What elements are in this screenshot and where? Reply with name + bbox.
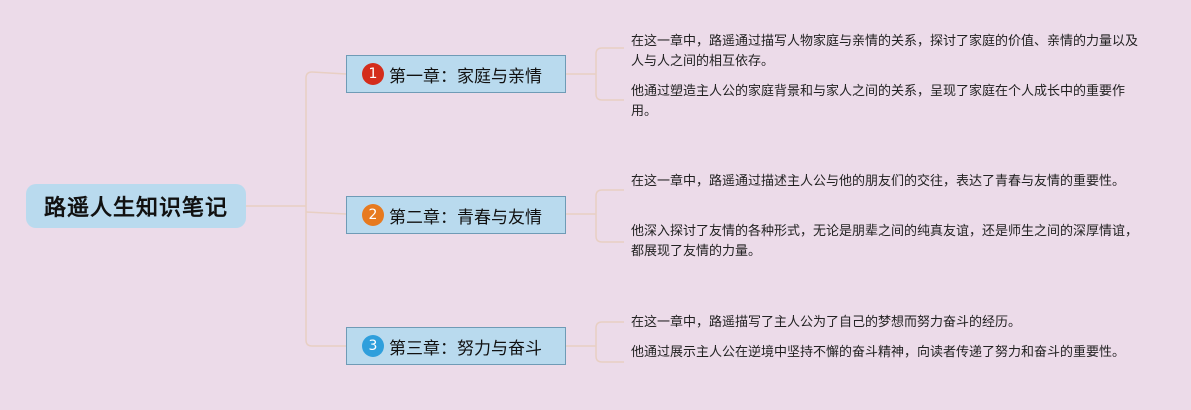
chapter-3-number: 3 <box>368 338 378 354</box>
root-node[interactable]: 路遥人生知识笔记 <box>26 184 246 228</box>
chapter-2-title: 第二章：青春与友情 <box>389 207 542 228</box>
chapter-3-node[interactable]: 3 第三章：努力与奋斗 <box>346 327 566 365</box>
chapter-2-node[interactable]: 2 第二章：青春与友情 <box>346 196 566 234</box>
chapter-1-note-1[interactable]: 在这一章中，路遥通过描写人物家庭与亲情的关系，探讨了家庭的价值、亲情的力量以及人… <box>631 34 1139 69</box>
chapter-1-number-badge: 1 <box>362 63 384 85</box>
chapter-3-note-2[interactable]: 他通过展示主人公在逆境中坚持不懈的奋斗精神，向读者传递了努力和奋斗的重要性。 <box>631 345 1126 360</box>
chapter-2-connector <box>305 211 347 215</box>
chapter-3-notes-bracket <box>566 321 624 363</box>
chapter-1-connector <box>311 71 347 75</box>
chapter-2-notes-bracket <box>566 189 624 243</box>
chapter-2-note-1[interactable]: 在这一章中，路遥通过描述主人公与他的朋友们的交往，表达了青春与友情的重要性。 <box>631 174 1126 189</box>
chapter-1-note-2[interactable]: 他通过塑造主人公的家庭背景和与家人之间的关系，呈现了家庭在个人成长中的重要作用。 <box>631 84 1126 119</box>
chapter-3-title: 第三章：努力与奋斗 <box>389 338 542 359</box>
chapter-2-note-2[interactable]: 他深入探讨了友情的各种形式，无论是朋辈之间的纯真友谊，还是师生之间的深厚情谊，都… <box>631 224 1139 259</box>
trunk-connector <box>305 71 313 347</box>
chapter-1-title: 第一章：家庭与亲情 <box>389 66 542 87</box>
chapter-1-notes-bracket <box>566 47 624 101</box>
chapter-2-number-badge: 2 <box>362 204 384 226</box>
chapter-1-number: 1 <box>368 66 378 82</box>
chapter-1-node[interactable]: 1 第一章：家庭与亲情 <box>346 55 566 93</box>
chapter-3-note-1[interactable]: 在这一章中，路遥描写了主人公为了自己的梦想而努力奋斗的经历。 <box>631 315 1022 330</box>
chapter-2-number: 2 <box>368 207 378 223</box>
chapter-3-number-badge: 3 <box>362 335 384 357</box>
root-title: 路遥人生知识笔记 <box>43 196 228 221</box>
